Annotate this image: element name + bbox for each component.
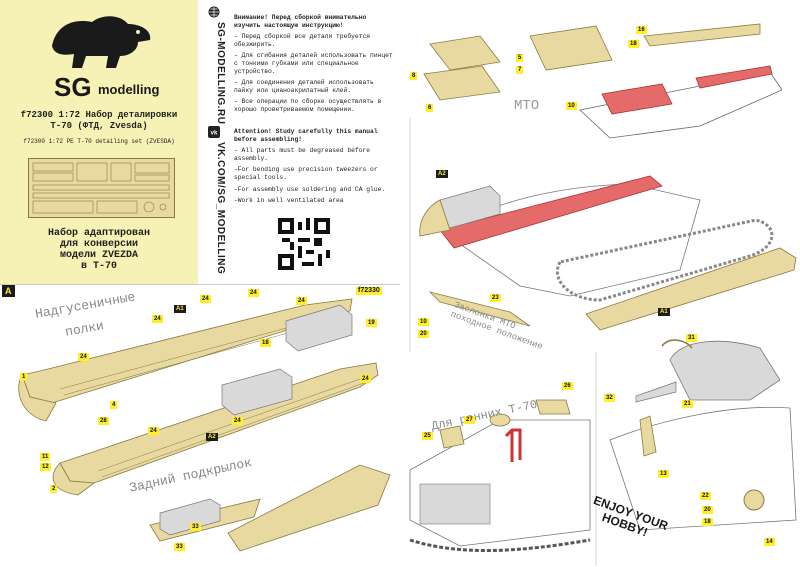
instr-ru-item: – Для сгибания деталей использовать пинц… — [234, 52, 393, 75]
part-tag: 28 — [98, 417, 109, 425]
part-tag-a1: A1 — [658, 308, 670, 316]
instr-ru-heading: Внимание! Перед сборкой внимательно изуч… — [234, 14, 367, 29]
globe-icon — [208, 6, 220, 18]
instr-en-item: –Work in well ventilated area — [234, 197, 344, 205]
part-tag: 19 — [366, 319, 377, 327]
part-tag: 16 — [636, 26, 647, 34]
part-tag: 18 — [260, 339, 271, 347]
title-ru-1: f72300 1:72 Набор деталировки — [20, 110, 178, 120]
site-url: SG-MODELLING.RU — [215, 22, 226, 125]
bear-logo-icon — [52, 16, 151, 68]
contact-strip: SG-MODELLING.RU vk VK.COM/SG_MODELLING — [200, 0, 228, 284]
instr-ru-item: – Все операции по сборке осуществлять в … — [234, 98, 382, 113]
svg-text:vk: vk — [211, 131, 218, 137]
part-tag: 4 — [110, 401, 118, 409]
part-tag: 24 — [200, 295, 211, 303]
part-tag: 26 — [562, 382, 573, 390]
part-tag: 24 — [148, 427, 159, 435]
part-tag: 21 — [682, 400, 693, 408]
instr-en-item: – All parts must be degreased before ass… — [234, 147, 371, 162]
logo-wordmark: SG modelling — [40, 72, 170, 102]
pe-fret-image — [28, 158, 175, 218]
part-tag: 22 — [700, 492, 711, 500]
part-tag: 23 — [490, 294, 501, 302]
part-tag: 33 — [190, 523, 201, 531]
part-tag: 31 — [686, 334, 697, 342]
part-tag-a1: A1 — [174, 305, 186, 313]
logo-modelling: modelling — [98, 82, 160, 97]
part-tag: 32 — [604, 394, 615, 402]
instr-ru-item: – Перед сборкой все детали требуется обе… — [234, 33, 371, 48]
part-tag: 5 — [516, 54, 524, 62]
part-tag: 7 — [516, 66, 524, 74]
part-tag: 25 — [422, 432, 433, 440]
vk-url: VK.COM/SG_MODELLING — [215, 142, 226, 275]
instr-ru-item: – Для соединения деталей использовать па… — [234, 79, 374, 94]
part-tag: 24 — [78, 353, 89, 361]
part-tag: 27 — [464, 416, 475, 424]
part-tag: 18 — [628, 40, 639, 48]
part-tag: 24 — [296, 297, 307, 305]
section-a-badge: A — [2, 285, 15, 297]
part-tag-a2: A2 — [436, 170, 448, 178]
part-tag: 8 — [410, 72, 418, 80]
part-tag: 12 — [40, 463, 51, 471]
part-tag: 20 — [418, 330, 429, 338]
vk-icon: vk — [208, 126, 220, 138]
title-en: f72300 1:72 PE T-70 detailing set (ZVESD… — [23, 138, 175, 145]
adapt-line-4: в Т-70 — [80, 261, 117, 272]
part-tag: 13 — [658, 470, 669, 478]
part-tag: 18 — [702, 518, 713, 526]
fender-assembly-drawing — [18, 298, 391, 552]
logo-sg: SG — [54, 72, 92, 102]
adapt-line-3: модели ZVEZDA — [59, 250, 138, 261]
part-tag: 33 — [174, 543, 185, 551]
right-page: МТО — [400, 0, 800, 566]
part-tag: 2 — [50, 485, 58, 493]
mto-label: МТО — [514, 98, 540, 114]
qr-code-icon — [278, 218, 330, 270]
instr-en-heading: Attention! Study carefully this manual b… — [234, 128, 378, 143]
part-tag: 10 — [566, 102, 577, 110]
part-tag: 24 — [232, 417, 243, 425]
adapt-line-1: Набор адаптирован — [47, 228, 151, 239]
part-tag: 10 — [418, 318, 429, 326]
instructions-panel: Внимание! Перед сборкой внимательно изуч… — [230, 0, 400, 284]
cover-panel: SG modelling f72300 1:72 Набор деталиров… — [0, 0, 198, 284]
part-tag: 24 — [248, 289, 259, 297]
instr-en-item: –For bending use precision tweezers or s… — [234, 166, 378, 181]
part-tag: 14 — [764, 538, 775, 546]
part-tag: 1 — [20, 373, 28, 381]
part-tag: 24 — [360, 375, 371, 383]
instr-en-item: –For assembly use soldering and CA glue. — [234, 185, 386, 193]
title-ru-2: Т-70 (ФТД, Zvesda) — [50, 121, 148, 131]
part-tag: 24 — [152, 315, 163, 323]
part-tag: 6 — [426, 104, 434, 112]
mto-deck-drawing — [409, 23, 797, 566]
fret-code-tag: f72330 — [356, 287, 382, 295]
part-tag-a2: A2 — [206, 433, 218, 441]
adapt-line-2: для конверсии — [59, 239, 138, 250]
part-tag: 20 — [702, 506, 713, 514]
part-tag: 11 — [40, 453, 51, 461]
section-a-panel: A f72330 Надгусеничные полки Задний подк… — [0, 284, 400, 567]
